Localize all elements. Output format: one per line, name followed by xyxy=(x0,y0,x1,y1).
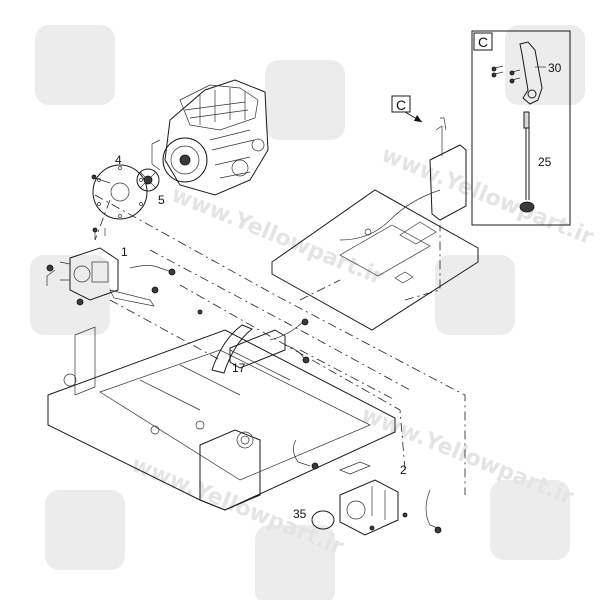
detail-view-letter: C xyxy=(478,34,488,50)
flywheel-plate xyxy=(91,164,148,220)
callout-5: 5 xyxy=(158,193,165,207)
callout-1: 1 xyxy=(121,245,128,259)
callout-25: 25 xyxy=(538,155,552,169)
watermark-layer: www.Yellowpart.ir www.Yellowpart.ir www.… xyxy=(30,25,597,600)
control-valve xyxy=(197,309,310,374)
watermark-logo xyxy=(30,25,585,600)
callout-2: 2 xyxy=(400,463,407,477)
detail-view-c: C 30 25 xyxy=(471,30,571,226)
callout-30: 30 xyxy=(548,61,562,75)
linkage-rod xyxy=(519,111,535,213)
hydraulic-pump-front xyxy=(46,227,176,307)
cab-floor-plate xyxy=(271,117,479,331)
view-pointer-c: C xyxy=(391,95,423,123)
callout-17: 17 xyxy=(232,361,246,375)
callout-4: 4 xyxy=(115,153,122,167)
reference-lines xyxy=(94,194,466,495)
hydraulic-pump-rear xyxy=(293,439,442,536)
detail-frame xyxy=(471,30,571,226)
watermark-text: www.Yellowpart.ir xyxy=(378,142,597,250)
detail-label-box xyxy=(473,32,493,51)
watermark-text: www.Yellowpart.ir xyxy=(358,402,577,510)
control-lever xyxy=(491,41,543,105)
view-pointer-letter: C xyxy=(396,97,406,113)
lower-frame xyxy=(47,326,396,511)
watermark-text: www.Yellowpart.ir xyxy=(168,182,387,290)
o-ring xyxy=(311,510,335,530)
callout-35: 35 xyxy=(293,507,307,521)
engine-assembly xyxy=(151,79,269,196)
drive-coupling xyxy=(136,168,160,192)
